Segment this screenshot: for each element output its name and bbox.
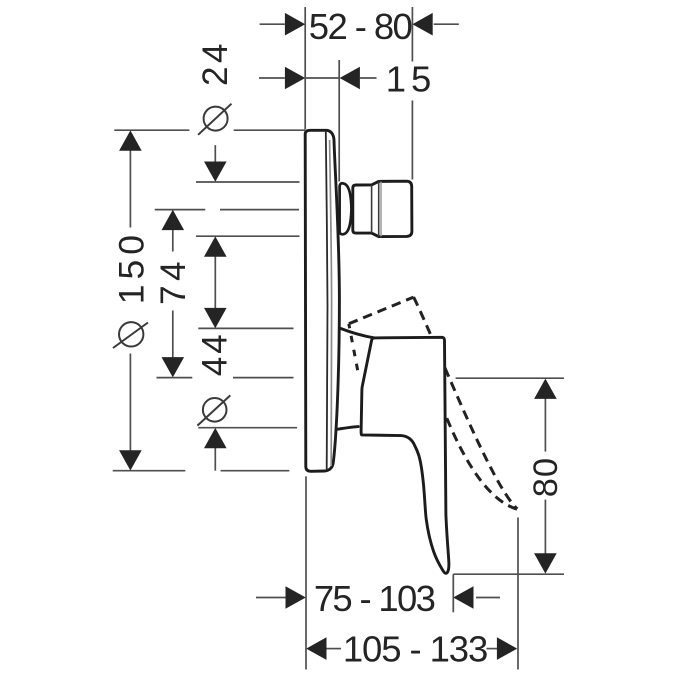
svg-text:105 - 133: 105 - 133 <box>343 628 487 669</box>
svg-text:15: 15 <box>386 58 437 99</box>
svg-text:24: 24 <box>196 40 235 86</box>
svg-text:74: 74 <box>154 257 193 305</box>
svg-text:75 - 103: 75 - 103 <box>314 578 435 619</box>
svg-text:80: 80 <box>527 457 565 497</box>
svg-text:44: 44 <box>196 331 235 376</box>
svg-text:52 - 80: 52 - 80 <box>309 6 412 47</box>
svg-text:150: 150 <box>111 230 151 304</box>
